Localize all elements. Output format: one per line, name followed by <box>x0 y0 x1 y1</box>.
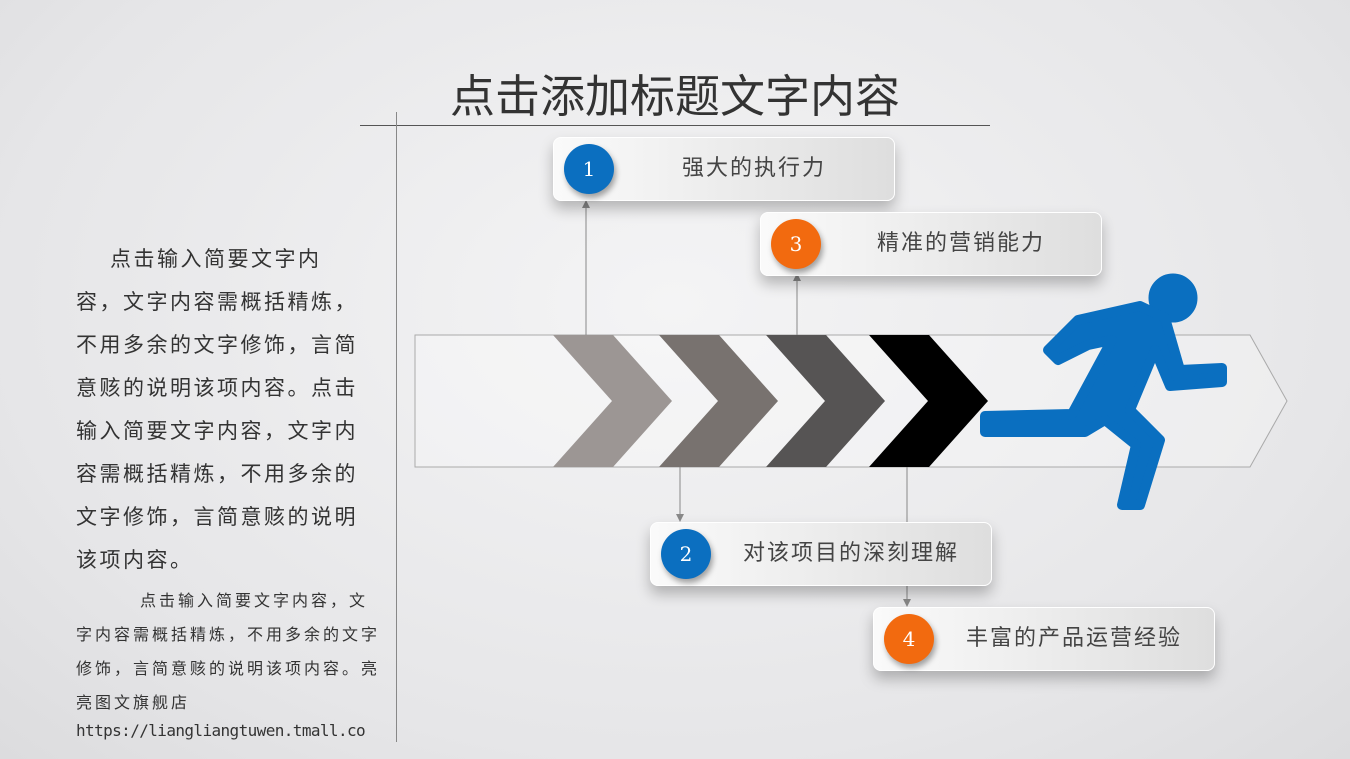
card-number-badge: 4 <box>884 614 934 664</box>
running-man-icon <box>980 273 1227 510</box>
vertical-divider <box>396 112 397 742</box>
url-text[interactable]: https://liangliangtuwen.tmall.co <box>76 721 366 740</box>
note-text[interactable]: 点击输入简要文字内容，文字内容需概括精炼，不用多余的文字修饰，言简意赅的说明该项… <box>76 591 381 712</box>
chevron-1 <box>553 335 672 467</box>
title-divider <box>360 125 990 126</box>
card-4[interactable]: 4 丰富的产品运营经验 <box>873 607 1215 671</box>
card-label: 强大的执行力 <box>681 156 826 181</box>
card-label: 对该项目的深刻理解 <box>742 541 959 566</box>
card-number-badge: 1 <box>564 144 614 194</box>
chevron-4 <box>869 335 988 467</box>
card-3[interactable]: 3 精准的营销能力 <box>760 212 1102 276</box>
chevron-3 <box>766 335 885 467</box>
slide-title[interactable]: 点击添加标题文字内容 <box>449 70 900 123</box>
card-label: 精准的营销能力 <box>876 231 1045 256</box>
card-1[interactable]: 1 强大的执行力 <box>553 137 895 201</box>
body-text[interactable]: 点击输入简要文字内容，文字内容需概括精炼，不用多余的文字修饰，言简意赅的说明该项… <box>76 247 358 572</box>
card-number-badge: 2 <box>661 529 711 579</box>
card-label: 丰富的产品运营经验 <box>965 626 1182 651</box>
chevron-2 <box>659 335 778 467</box>
card-2[interactable]: 2 对该项目的深刻理解 <box>650 522 992 586</box>
card-number-badge: 3 <box>771 219 821 269</box>
